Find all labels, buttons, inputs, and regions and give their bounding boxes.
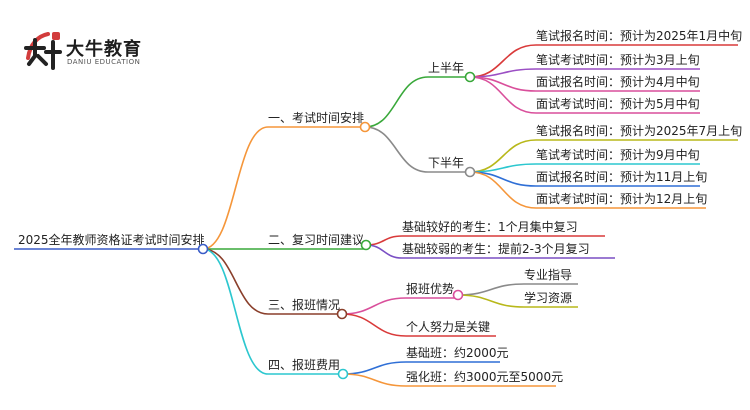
link-advantage-leaf-1 [457,283,525,296]
leaf-advantage-2: 学习资源 [524,290,572,305]
link-first-half-leaf-3 [469,76,537,92]
leaf-fee-basic: 基础班：约2000元 [406,345,509,360]
link-second-half-leaf-3 [469,171,537,187]
link-advantage-leaf-2 [457,294,525,308]
link-second-half-leaf-4 [469,171,537,209]
leaf-second-half-3: 面试报名时间：预计为11月上旬 [536,169,707,184]
link-fee-intensive [342,373,407,387]
link-first-half-leaf-4 [469,76,537,114]
leaf-first-half-2: 笔试考试时间：预计为3月上旬 [536,52,700,67]
brand-emblem-icon [24,32,62,70]
node-circles [197,71,476,380]
link-root-branch4 [202,248,269,375]
node-class-advantage: 报班优势 [406,281,454,296]
branch-label-class-situation: 三、报班情况 [268,297,340,312]
link-review-leaf-2 [365,244,403,259]
link-root-branch3 [202,248,269,315]
class-advantage-dot [452,289,464,301]
link-branch1-first-half [364,76,429,128]
leaf-review-2: 基础较弱的考生：提前2-3个月复习 [402,241,590,256]
branch2-dot [360,239,372,251]
link-personal-effort [341,313,407,337]
branch3-dot [336,308,348,320]
link-review-leaf-1 [365,235,403,246]
link-fee-basic [342,361,407,375]
leaf-first-half-4: 面试考试时间：预计为5月中旬 [536,96,700,111]
branch4-dot [337,368,349,380]
first-half-dot [464,71,476,83]
leaf-second-half-4: 面试考试时间：预计为12月上旬 [536,191,707,206]
leaf-first-half-3: 面试报名时间：预计为4月中旬 [536,74,700,89]
node-labels: 2025全年教师资格证考试时间安排 一、考试时间安排 二、复习时间建议 三、报班… [18,28,742,384]
brand-name: 大牛教育 [66,39,142,60]
brand-logo: 大牛教育 DANIU EDUCATION [22,28,172,72]
node-first-half: 上半年 [428,61,464,75]
leaf-second-half-2: 笔试考试时间：预计为9月中旬 [536,147,700,162]
branch1-dot [359,121,371,133]
link-class-advantage [341,297,407,315]
node-second-half: 下半年 [428,156,464,170]
second-half-dot [464,166,476,178]
leaf-first-half-1: 笔试报名时间：预计为2025年1月中旬 [536,28,742,43]
leaf-advantage-1: 专业指导 [524,267,572,282]
connector-lines [202,44,537,387]
leaf-fee-intensive: 强化班：约3000元至5000元 [406,369,563,384]
node-underlines [14,44,738,387]
root-node-label: 2025全年教师资格证考试时间安排 [18,232,205,247]
branch-label-exam-schedule: 一、考试时间安排 [268,110,364,125]
link-branch1-second-half [364,126,429,173]
leaf-second-half-1: 笔试报名时间：预计为2025年7月上旬 [536,123,742,138]
link-root-branch1 [202,126,269,250]
branch-label-review-advice: 二、复习时间建议 [268,233,364,247]
leaf-personal-effort: 个人努力是关键 [406,319,490,334]
leaf-review-1: 基础较好的考生：1个月集中复习 [402,219,578,234]
root-node-dot [197,243,209,255]
branch-label-class-fees: 四、报班费用 [268,357,340,372]
brand-subtitle: DANIU EDUCATION [67,58,141,66]
